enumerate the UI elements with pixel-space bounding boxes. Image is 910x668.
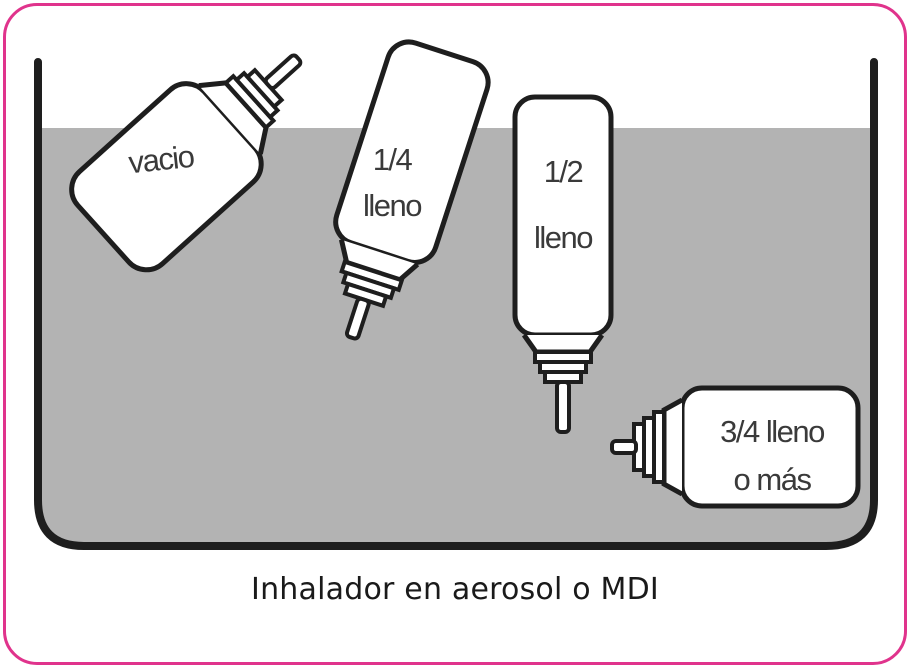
diagram-caption: Inhalador en aerosol o MDI: [251, 572, 659, 607]
water-container: [34, 58, 878, 550]
label-empty: vacio: [127, 139, 195, 181]
label-three-quarter-line2: o más: [734, 462, 812, 497]
canister-half: [512, 94, 614, 434]
canister-empty: [69, 53, 303, 273]
canister-quarter: [333, 39, 491, 341]
label-quarter-line2: lleno: [363, 188, 421, 223]
label-quarter-line1: 1/4: [373, 142, 413, 177]
canister-three-quarter: [610, 385, 861, 509]
label-half-line1: 1/2: [544, 154, 583, 189]
label-half-line2: lleno: [534, 220, 592, 255]
label-three-quarter-line1: 3/4 lleno: [720, 414, 824, 449]
